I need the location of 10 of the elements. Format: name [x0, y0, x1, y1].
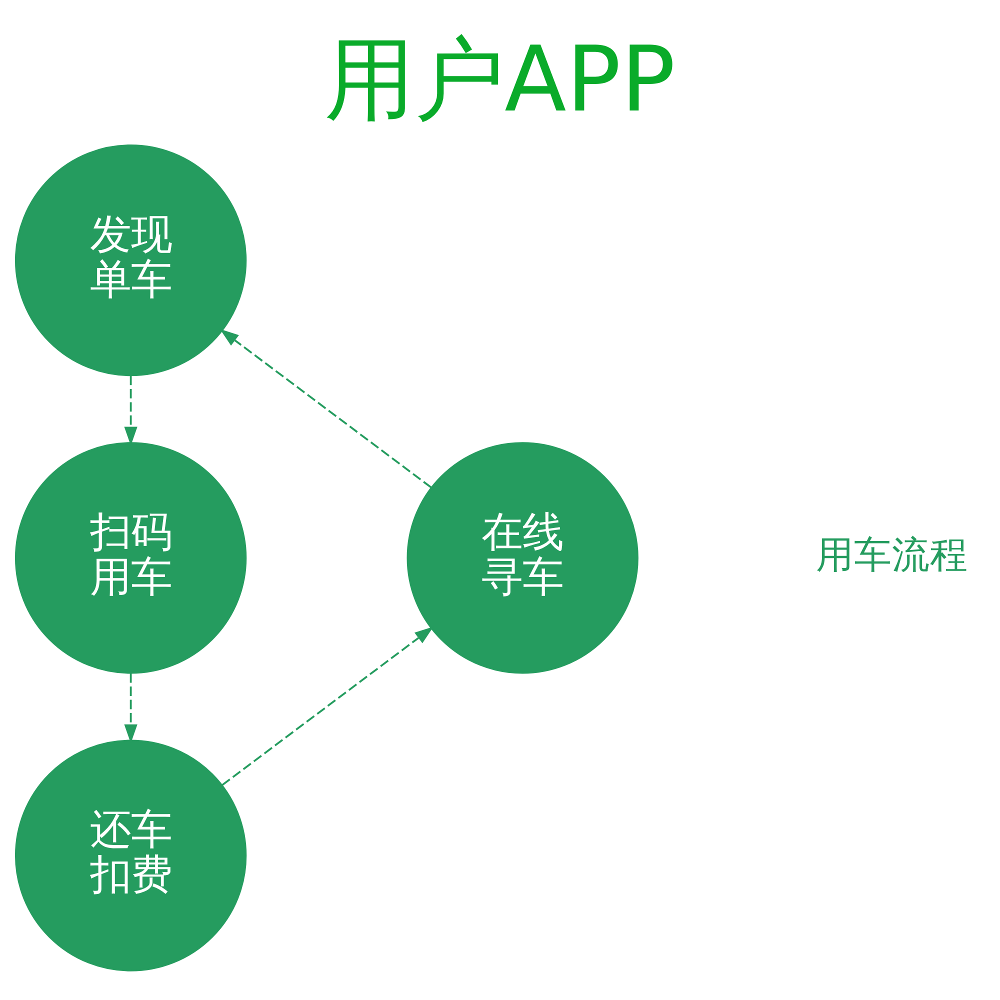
arrow: [124, 375, 138, 446]
diagram-title: 用户APP: [324, 26, 676, 132]
label: 用车流程: [816, 532, 968, 576]
node-circle: 在线寻车: [406, 442, 638, 674]
node-circle: 发现单车: [14, 144, 247, 376]
node-circle: 还车扣费: [14, 739, 247, 971]
arrow: [220, 328, 432, 488]
arrow: [222, 626, 434, 786]
node-circle: 扫码用车: [14, 442, 247, 674]
arrow: [124, 672, 138, 743]
